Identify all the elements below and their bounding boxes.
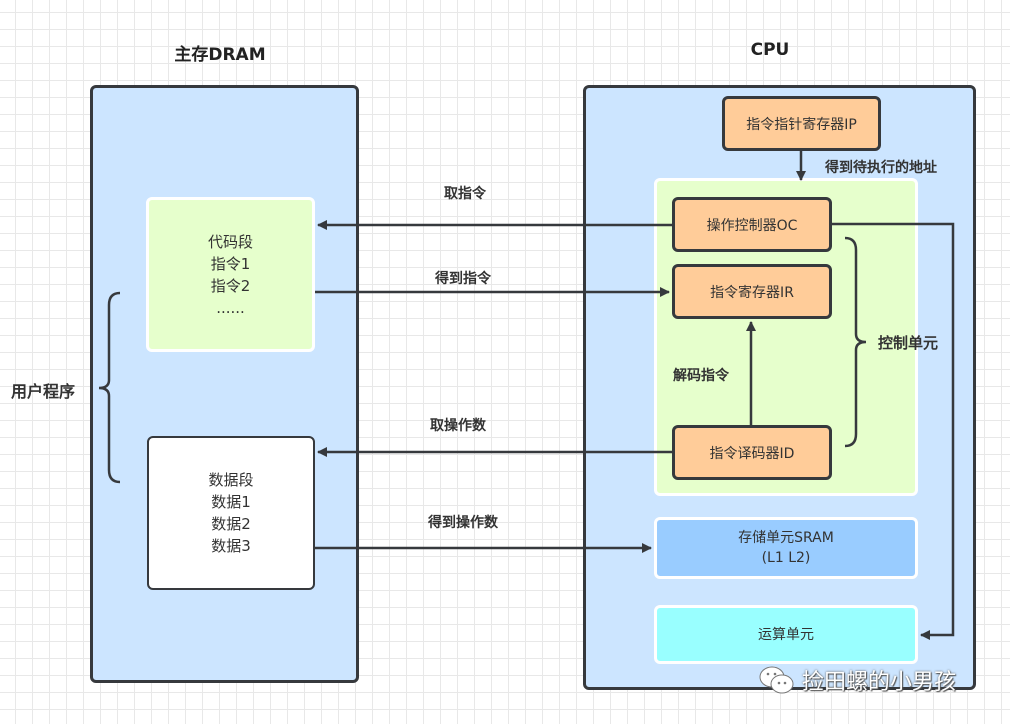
oc-box: 操作控制器OC xyxy=(672,197,832,252)
ir-box: 指令寄存器IR xyxy=(672,264,832,319)
code-segment-line: 指令2 xyxy=(210,276,251,295)
sram-title: 存储单元SRAM xyxy=(738,530,834,546)
get-operand-label: 得到操作数 xyxy=(428,515,498,531)
user-program-label: 用户程序 xyxy=(11,382,76,401)
data-segment-title: 数据段 xyxy=(208,471,254,489)
dram-panel xyxy=(90,85,359,683)
fetch-operand-label: 取操作数 xyxy=(430,418,486,434)
ip-arrow-label: 得到待执行的地址 xyxy=(825,160,937,176)
data-segment-line: 数据2 xyxy=(211,515,251,533)
data-segment-line: 数据1 xyxy=(211,493,251,511)
decode-label: 解码指令 xyxy=(673,368,729,384)
get-instruction-label: 得到指令 xyxy=(435,271,491,287)
code-segment: 代码段 指令1 指令2 ...... xyxy=(146,197,315,352)
code-segment-line: ...... xyxy=(216,298,245,317)
code-segment-title: 代码段 xyxy=(207,232,253,251)
code-segment-line: 指令1 xyxy=(210,254,251,273)
alu-box: 运算单元 xyxy=(654,605,918,664)
data-segment: 数据段 数据1 数据2 数据3 xyxy=(147,436,315,590)
id-box: 指令译码器ID xyxy=(672,425,832,480)
control-unit-label: 控制单元 xyxy=(878,334,939,352)
wechat-icon xyxy=(759,666,794,694)
dram-title: 主存DRAM xyxy=(174,45,266,65)
ip-register: 指令指针寄存器IP xyxy=(722,96,881,151)
data-segment-line: 数据3 xyxy=(211,537,251,555)
alu-label: 运算单元 xyxy=(758,626,814,643)
sram-box: 存储单元SRAM (L1 L2) xyxy=(654,517,918,579)
watermark-text: 捡田螺的小男孩 xyxy=(802,670,957,695)
cpu-title: CPU xyxy=(750,40,790,60)
sram-subtitle: (L1 L2) xyxy=(761,550,811,566)
fetch-instruction-label: 取指令 xyxy=(444,186,486,202)
watermark: 捡田螺的小男孩 xyxy=(758,664,956,696)
